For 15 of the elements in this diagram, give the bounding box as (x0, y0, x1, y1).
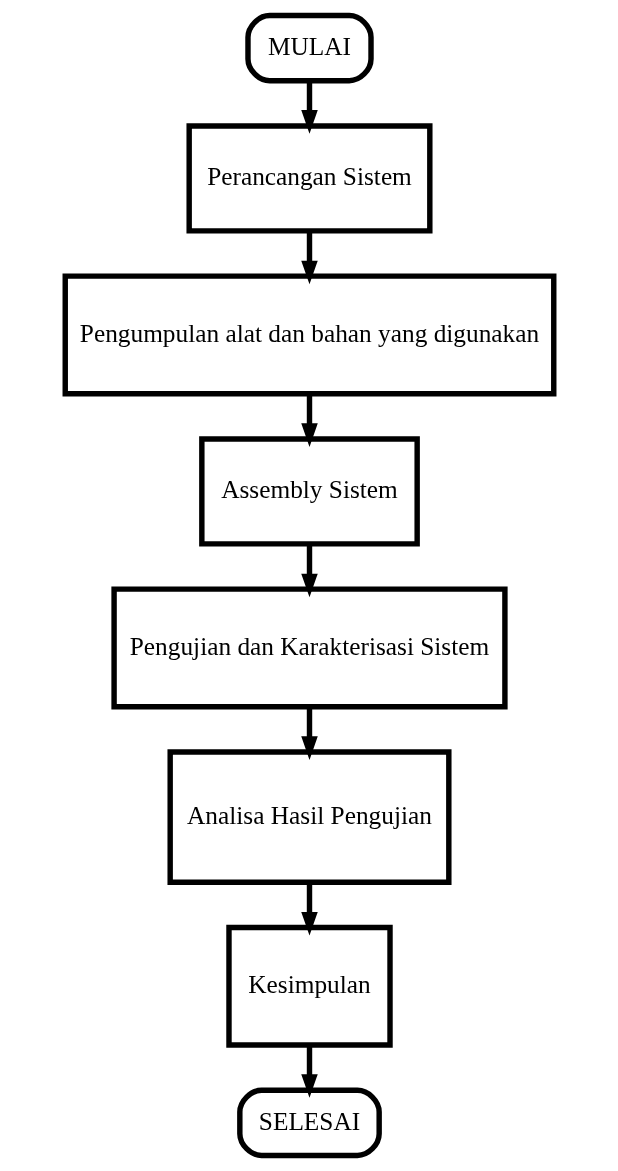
arrow (300, 882, 318, 936)
arrow (300, 231, 318, 285)
arrow (300, 394, 318, 447)
arrow (300, 544, 318, 598)
node-box: SELESAI (236, 1087, 382, 1159)
arrow (300, 1045, 318, 1098)
node-box: Kesimpulan (225, 924, 393, 1048)
arrow (300, 707, 318, 760)
node-box: Pengujian dan Karakterisasi Sistem (110, 586, 508, 710)
node-box: Assembly Sistem (198, 436, 420, 547)
node-box: MULAI (244, 12, 374, 84)
arrow (300, 81, 318, 134)
node-box: Analisa Hasil Pengujian (166, 749, 452, 885)
node-box: Perancangan Sistem (185, 123, 433, 234)
node-box: Pengumpulan alat dan bahan yang digunakan (62, 273, 556, 397)
